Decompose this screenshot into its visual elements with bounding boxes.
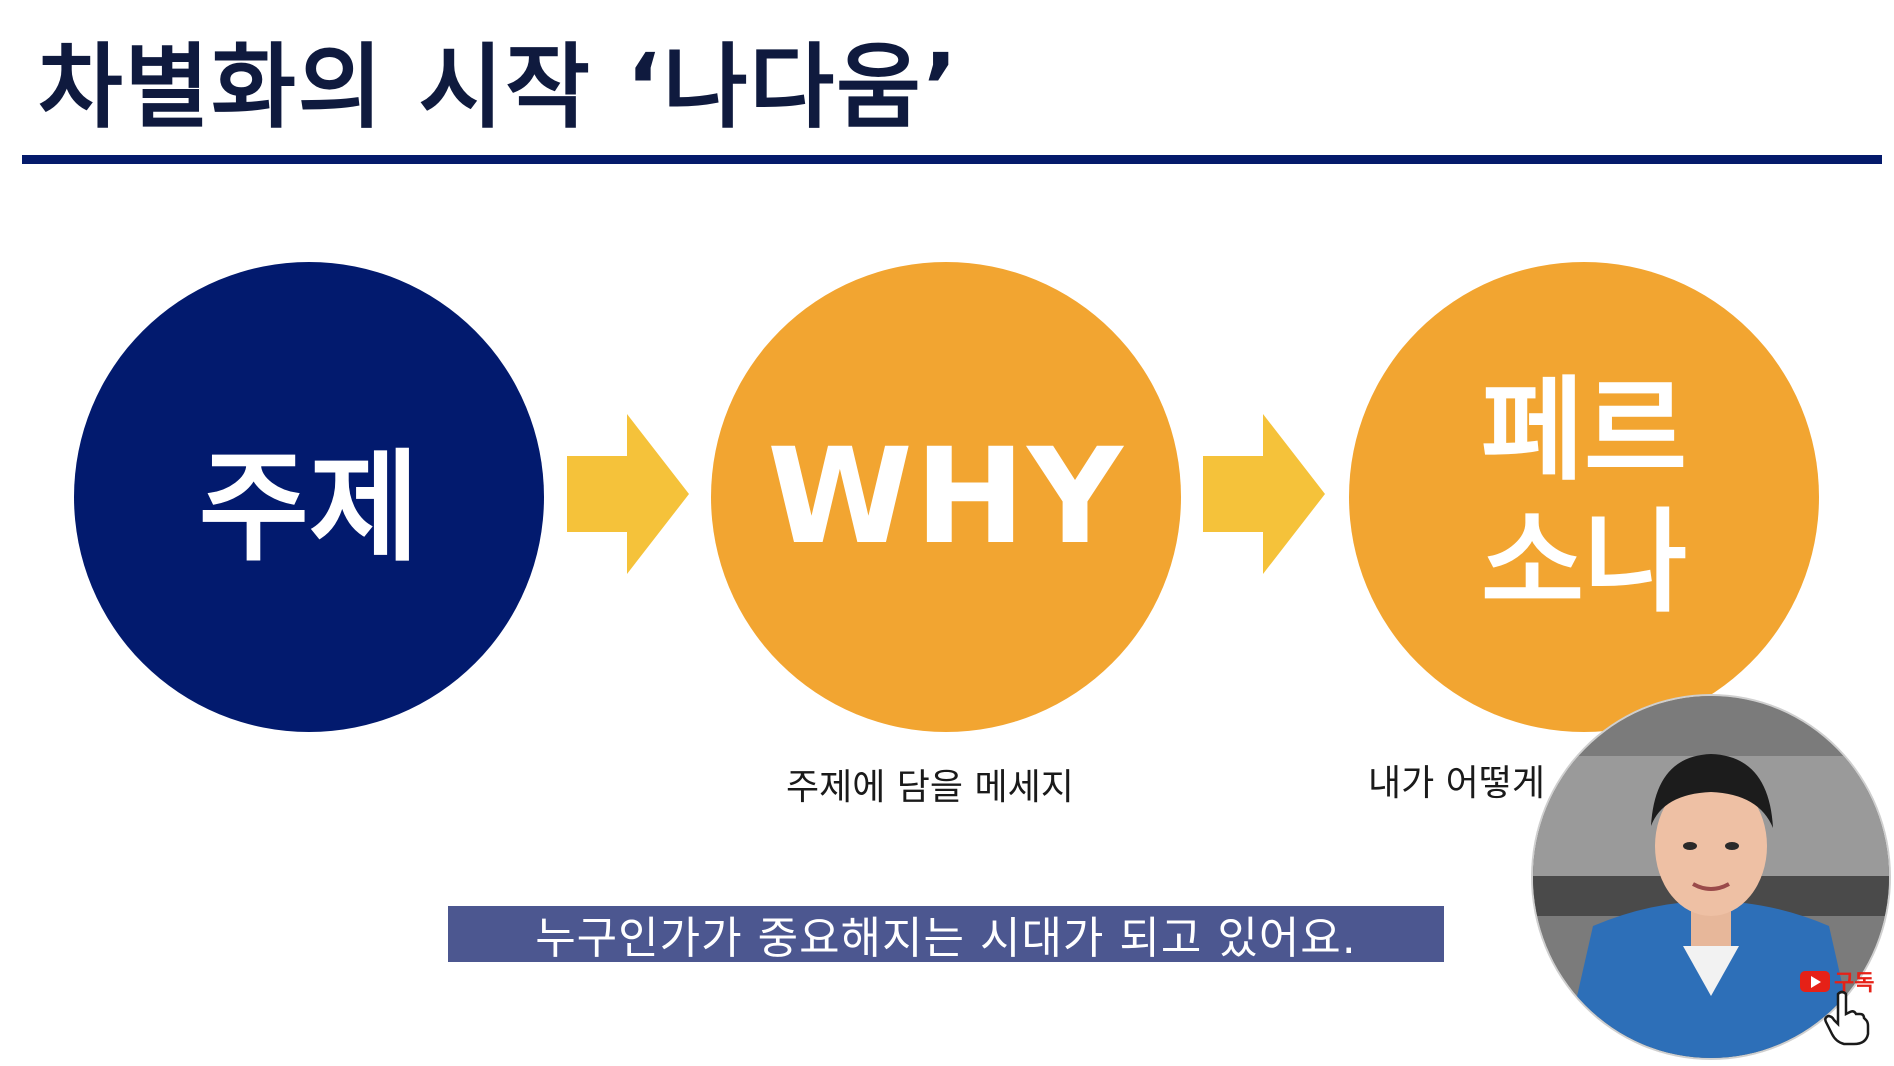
step-circle-topic: 주제 [74, 262, 544, 732]
step-caption-why: 주제에 담을 메세지 [786, 767, 1074, 808]
slide-title: 차별화의 시작 ‘나다움’ [38, 34, 960, 141]
step-caption-persona: 내가 어떻게 [1368, 763, 1546, 804]
step-label-persona-line2: 소나 [1480, 498, 1688, 628]
step-label-topic: 주제 [198, 439, 420, 578]
title-divider [22, 155, 1882, 164]
hand-cursor-icon [1824, 990, 1870, 1046]
video-subtitle: 누구인가가 중요해지는 시대가 되고 있어요. [448, 906, 1444, 964]
step-label-persona-line1: 페르 [1480, 365, 1688, 496]
right-arrow-icon [1203, 414, 1325, 574]
step-circle-persona: 페르 소나 [1349, 262, 1819, 732]
presenter-webcam [1533, 696, 1889, 1058]
right-arrow-icon [567, 414, 689, 574]
presenter-image [1533, 696, 1889, 1058]
step-label-why: WHY [767, 420, 1125, 574]
step-circle-why: WHY [711, 262, 1181, 732]
subtitle-text: 누구인가가 중요해지는 시대가 되고 있어요. [535, 913, 1357, 964]
youtube-icon [1800, 970, 1830, 992]
